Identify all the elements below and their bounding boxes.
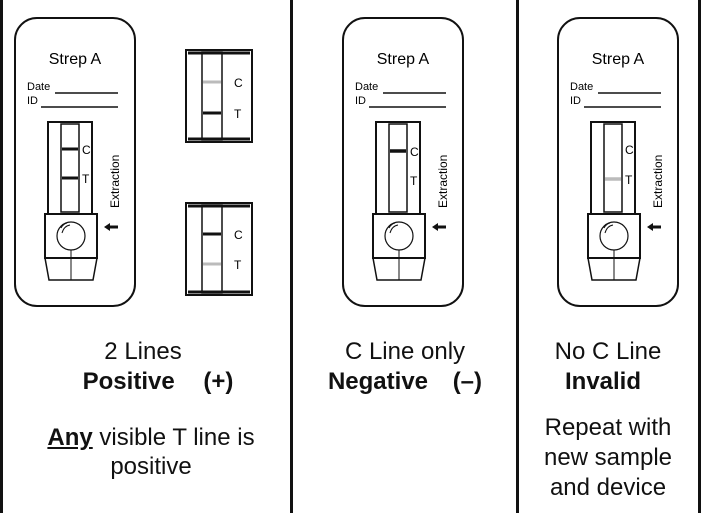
date-label: Date [27,81,50,93]
note-rest: visible T line is [92,424,255,451]
negative-result-label: Negative [327,368,429,395]
invalid-count-label: No C Line [554,338,662,365]
invalid-note-line3: and device [549,474,667,501]
positive-result-label: Positive [82,368,175,395]
id-label: ID [27,95,38,107]
extraction-label: Extraction [108,155,122,208]
id-label: ID [355,95,366,107]
t-label: T [625,173,633,187]
c-label: C [410,145,419,159]
strip-faint-control-dark-test: C T [185,49,253,143]
date-label: Date [570,81,593,93]
note-emphasis: Any [47,424,93,451]
positive-note-line2: positive [110,453,192,480]
t-label: T [82,172,90,186]
device-title: Strep A [377,51,430,68]
negative-count-label: C Line only [344,338,466,365]
c-label: C [234,76,243,90]
divider-1 [290,0,293,513]
t-label: T [234,258,242,272]
test-device-invalid: Strep A Date ID C T Extraction [557,17,679,307]
positive-count-label: 2 Lines [104,338,182,365]
positive-note-line1: Any visible T line is [20,424,282,452]
invalid-note-line2: new sample [543,444,673,471]
strip-dark-control-faint-test: C T [185,202,253,296]
device-title: Strep A [592,51,645,68]
date-label: Date [355,81,378,93]
c-label: C [82,143,91,157]
extraction-label: Extraction [651,155,665,208]
id-label: ID [570,95,581,107]
c-label: C [625,143,634,157]
negative-symbol: (–) [452,368,483,395]
left-border [0,0,3,513]
c-label: C [234,228,243,242]
test-device-positive: Strep A Date ID C T Extraction [14,17,136,307]
invalid-result-label: Invalid [564,368,642,395]
extraction-label: Extraction [436,155,450,208]
divider-2 [516,0,519,513]
right-border [698,0,701,513]
test-device-negative: Strep A Date ID C T Extraction [342,17,464,307]
positive-result-row: Positive (+) [58,368,258,396]
t-label: T [410,174,418,188]
positive-symbol: (+) [203,368,234,395]
invalid-note-line1: Repeat with [544,414,672,441]
device-title: Strep A [49,51,102,68]
t-label: T [234,107,242,121]
negative-result-row: Negative (–) [300,368,510,396]
